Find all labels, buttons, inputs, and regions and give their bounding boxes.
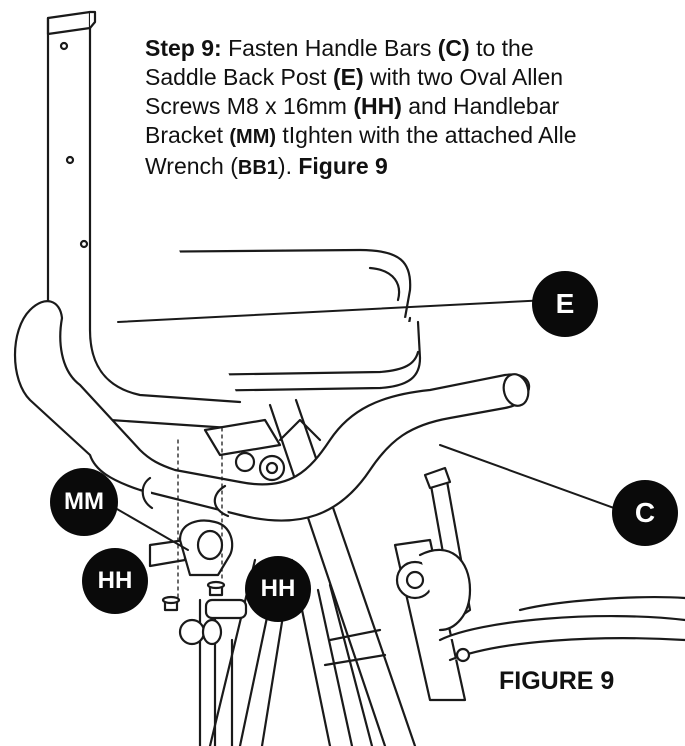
seat-clamp <box>203 418 452 490</box>
part-ref-e: (E) <box>332 64 364 90</box>
alignment-guides <box>177 427 223 599</box>
leader-lines <box>109 299 626 551</box>
step-instructions: Step 9: Fasten Handle Bars (C) to the Sa… <box>145 34 685 183</box>
figure-caption: FIGURE 9 <box>499 667 615 695</box>
instruction-text: Wrench ( <box>145 153 238 179</box>
handlebar-bracket <box>148 519 234 577</box>
instruction-line-2: Saddle Back Post (E) with two Oval Allen <box>145 63 685 92</box>
part-ref-bb1: BB1 <box>237 157 278 179</box>
callout-e: E <box>532 271 598 337</box>
instruction-text: to the <box>469 35 534 61</box>
instruction-text: with two Oval Allen <box>363 64 564 90</box>
instruction-text: ). <box>277 153 299 179</box>
figure-reference: Figure 9 <box>298 153 388 179</box>
callout-mm: MM <box>50 468 118 536</box>
crank-assembly <box>393 468 685 702</box>
part-ref-c: (C) <box>437 35 470 61</box>
instruction-text: tIghten with the attached Alle <box>276 122 577 148</box>
instruction-line-3: Screws M8 x 16mm (HH) and Handlebar <box>145 92 685 121</box>
part-ref-mm: (MM) <box>229 126 277 148</box>
part-ref-hh: (HH) <box>353 93 402 119</box>
instruction-text: and Handlebar <box>401 93 560 119</box>
handlebar <box>14 300 531 522</box>
instruction-line-5: Wrench (BB1). Figure 9 <box>145 152 685 183</box>
instruction-line-4: Bracket (MM) tIghten with the attached A… <box>145 121 685 152</box>
callout-hh-right: HH <box>245 556 311 622</box>
saddle-back-post <box>46 10 242 430</box>
callout-hh-left: HH <box>82 548 148 614</box>
instruction-text: Fasten Handle Bars <box>221 35 438 61</box>
instruction-text: Bracket <box>145 122 230 148</box>
screw-hardware <box>161 580 248 646</box>
callout-c: C <box>612 480 678 546</box>
step-label: Step 9: <box>145 35 222 61</box>
instruction-line-1: Step 9: Fasten Handle Bars (C) to the <box>145 34 685 63</box>
instruction-text: Saddle Back Post <box>145 64 333 90</box>
instruction-text: Screws M8 x 16mm <box>145 93 354 119</box>
